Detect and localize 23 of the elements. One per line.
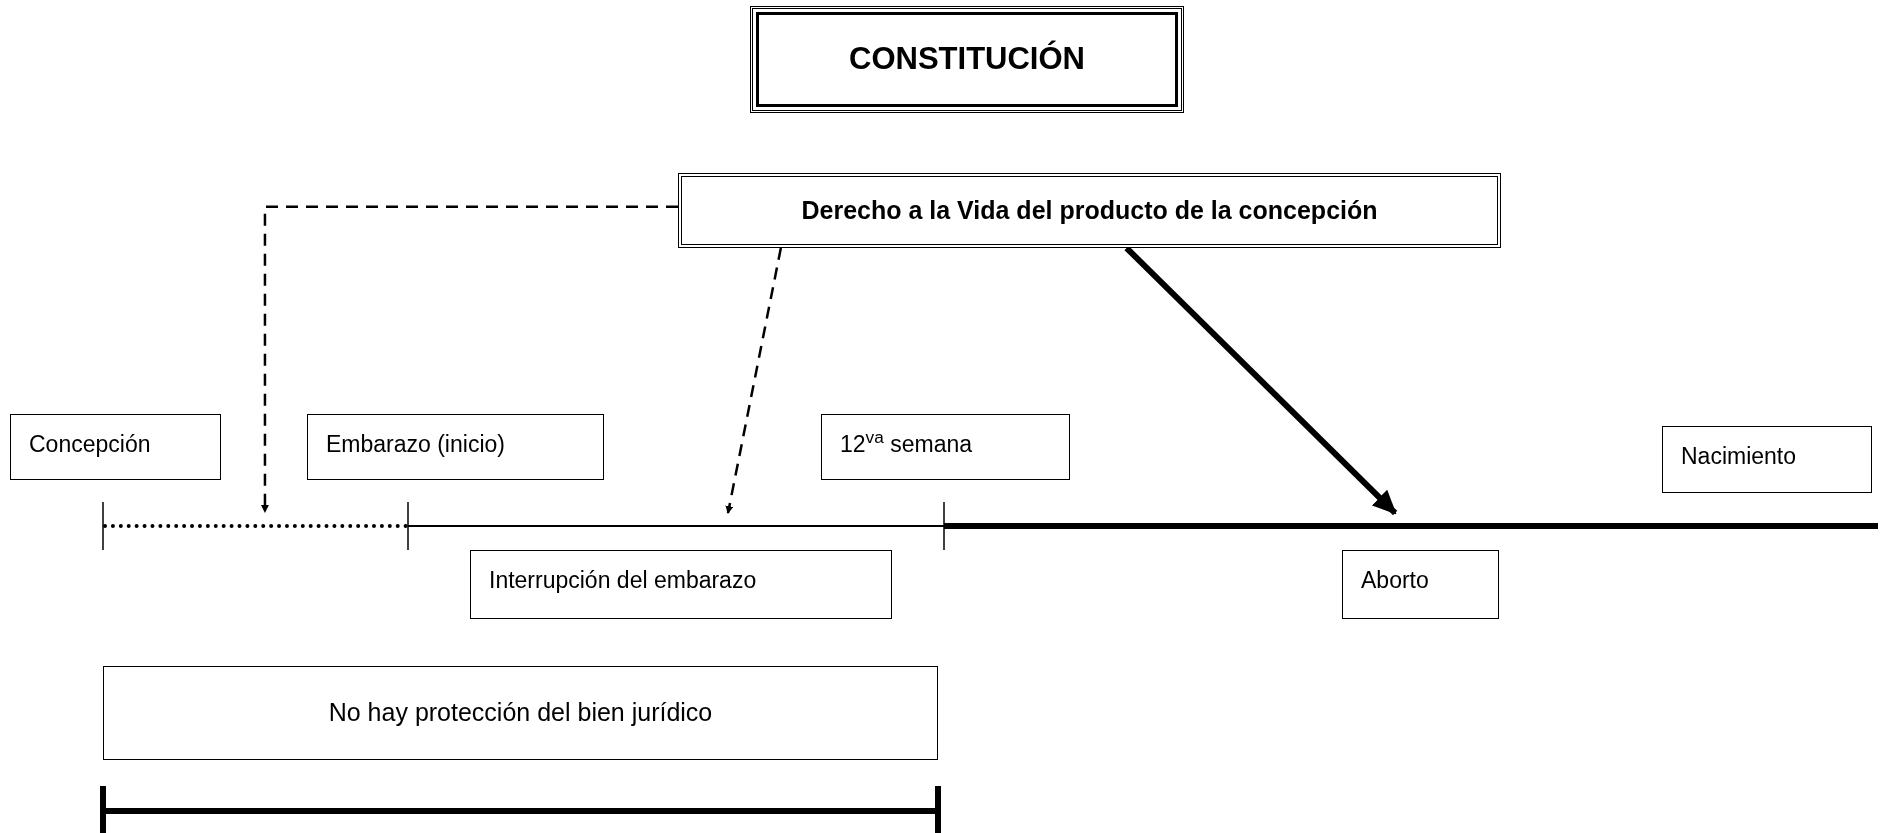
arrow — [260, 205, 678, 513]
arrow — [725, 247, 783, 514]
box-label: Concepción — [29, 430, 151, 459]
label-box — [10, 414, 221, 480]
box-label: Nacimiento — [1681, 442, 1797, 471]
box-label: Interrupción del embarazo — [489, 566, 757, 595]
label-box — [1342, 550, 1499, 619]
label-box — [470, 550, 892, 619]
right-box — [678, 173, 1501, 248]
label-box — [307, 414, 604, 480]
box-label: 12$^{va}$ semana — [840, 427, 973, 459]
title-text: CONSTITUCIÓN — [849, 39, 1085, 79]
label-box — [1662, 426, 1872, 493]
box-label: No hay protección del bien jurídico — [328, 697, 713, 729]
box-label: Embarazo (inicio) — [326, 430, 505, 459]
title-box — [750, 6, 1184, 113]
label-box — [821, 414, 1070, 480]
box-label: Aborto — [1361, 566, 1429, 595]
timeline-segment — [103, 524, 408, 528]
box-label: Derecho a la Vida del producto de la concepción — [801, 194, 1378, 226]
timeline-segment — [944, 523, 1878, 529]
label-box — [103, 666, 938, 760]
timeline-segment — [408, 525, 944, 527]
